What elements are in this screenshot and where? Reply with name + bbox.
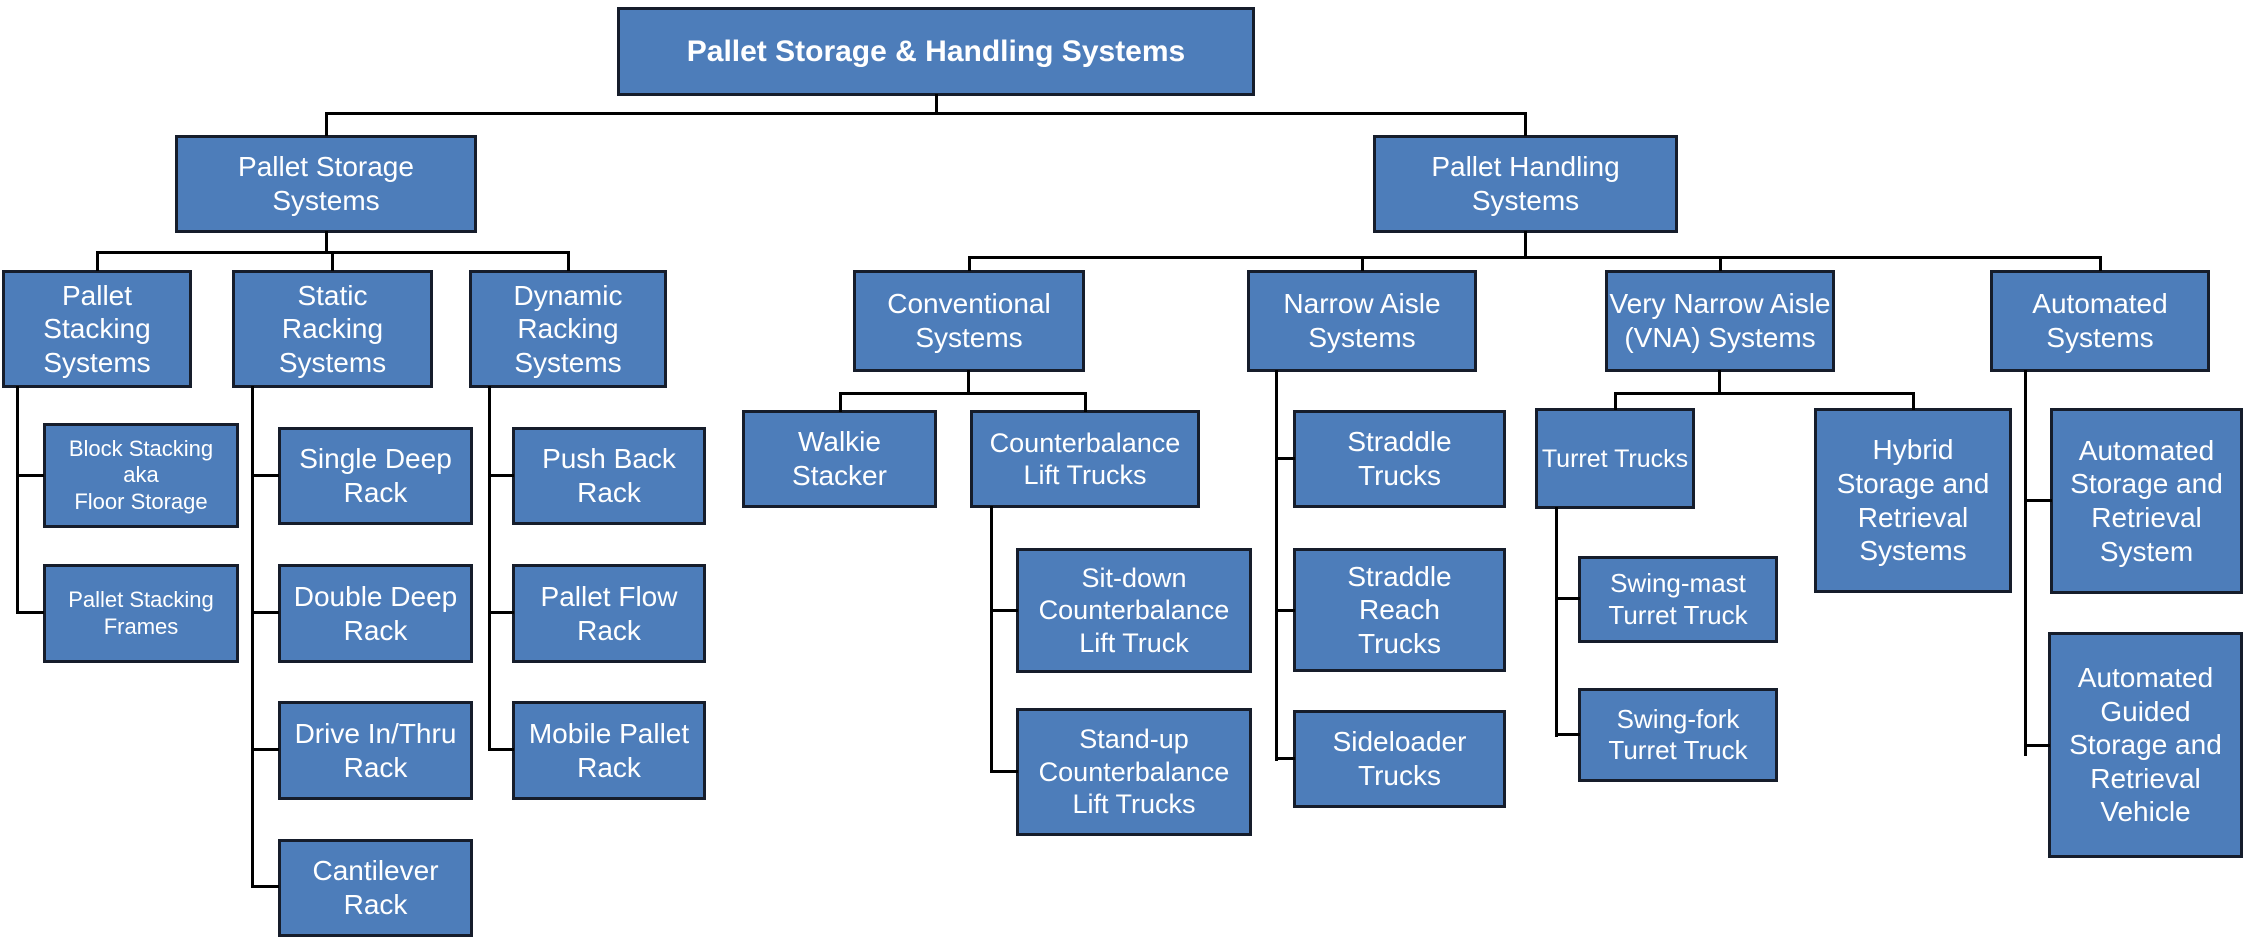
node-turret-trucks: Turret Trucks bbox=[1535, 408, 1695, 509]
connector-stub-swing-mast bbox=[1555, 597, 1580, 600]
node-pallet-handling-systems: Pallet Handling Systems bbox=[1373, 135, 1678, 233]
connector-stub-asrs bbox=[2024, 499, 2052, 502]
connector-dynamic-tick bbox=[567, 251, 570, 271]
connector-stub-pallet-flow bbox=[488, 611, 514, 614]
connector-narrow-tick bbox=[1361, 256, 1364, 271]
node-static-racking-systems: Static Racking Systems bbox=[232, 270, 433, 388]
node-double-deep-rack: Double Deep Rack bbox=[278, 564, 473, 663]
node-block-stacking: Block Stacking aka Floor Storage bbox=[43, 423, 239, 528]
node-swing-mast-turret-truck: Swing-mast Turret Truck bbox=[1578, 556, 1778, 643]
connector-static-drop bbox=[251, 386, 254, 888]
connector-stub-cantilever bbox=[251, 885, 279, 888]
connector-conventional-drop bbox=[967, 370, 970, 394]
node-drive-in-thru-rack: Drive In/Thru Rack bbox=[278, 701, 473, 800]
connector-stub-agsrv bbox=[2024, 744, 2050, 747]
connector-turret-tick bbox=[1614, 392, 1617, 410]
connector-stub-single-deep bbox=[251, 474, 279, 477]
node-conventional-systems: Conventional Systems bbox=[853, 270, 1085, 372]
connector-vna-drop bbox=[1718, 370, 1721, 394]
node-vna-systems: Very Narrow Aisle (VNA) Systems bbox=[1605, 270, 1835, 372]
node-pallet-flow-rack: Pallet Flow Rack bbox=[512, 564, 706, 663]
connector-conventional-tick bbox=[968, 256, 971, 271]
node-walkie-stacker: Walkie Stacker bbox=[742, 410, 937, 508]
connector-vna-tick bbox=[1719, 256, 1722, 271]
node-root: Pallet Storage & Handling Systems bbox=[617, 7, 1255, 96]
connector-automated-tick bbox=[2099, 256, 2102, 271]
connector-stub-straddle-reach bbox=[1275, 609, 1295, 612]
node-dynamic-racking-systems: Dynamic Racking Systems bbox=[469, 270, 667, 388]
connector-stub-straddle bbox=[1275, 457, 1295, 460]
connector-stub-stand-up bbox=[990, 770, 1018, 773]
node-automated-guided-storage-retrieval-vehicle: Automated Guided Storage and Retrieval V… bbox=[2048, 632, 2243, 858]
connector-counterbalance-tick bbox=[1084, 392, 1087, 412]
node-hybrid-storage-retrieval: Hybrid Storage and Retrieval Systems bbox=[1814, 408, 2012, 593]
node-stand-up-counterbalance: Stand-up Counterbalance Lift Trucks bbox=[1016, 708, 1252, 836]
connector-stub-push-back bbox=[488, 474, 514, 477]
node-narrow-aisle-systems: Narrow Aisle Systems bbox=[1247, 270, 1477, 372]
connector-vna-bar bbox=[1614, 392, 1915, 395]
node-swing-fork-turret-truck: Swing-fork Turret Truck bbox=[1578, 688, 1778, 782]
node-automated-storage-retrieval-system: Automated Storage and Retrieval System bbox=[2050, 408, 2243, 594]
node-single-deep-rack: Single Deep Rack bbox=[278, 427, 473, 525]
connector-handling-tick bbox=[1524, 112, 1527, 136]
connector-handling-drop bbox=[1524, 231, 1527, 259]
node-sideloader-trucks: Sideloader Trucks bbox=[1293, 710, 1506, 808]
connector-root-drop bbox=[935, 94, 938, 114]
node-pallet-stacking-systems: Pallet Stacking Systems bbox=[2, 270, 192, 388]
connector-stub-swing-fork bbox=[1555, 733, 1580, 736]
node-mobile-pallet-rack: Mobile Pallet Rack bbox=[512, 701, 706, 800]
connector-stub-sit-down bbox=[990, 609, 1018, 612]
connector-level1-bar bbox=[326, 112, 1527, 115]
connector-hybrid-tick bbox=[1912, 392, 1915, 410]
connector-automated-drop bbox=[2024, 370, 2027, 756]
connector-storage-drop bbox=[325, 231, 328, 254]
node-push-back-rack: Push Back Rack bbox=[512, 427, 706, 525]
connector-pallet-stacking-drop bbox=[16, 386, 19, 614]
connector-stub-sideloader bbox=[1275, 757, 1295, 760]
connector-stub-block-stacking bbox=[16, 474, 44, 477]
connector-stub-drive-in bbox=[251, 748, 279, 751]
connector-counterbalance-drop bbox=[990, 506, 993, 773]
connector-conventional-bar bbox=[839, 392, 1087, 395]
node-pallet-stacking-frames: Pallet Stacking Frames bbox=[43, 564, 239, 663]
connector-storage-tick bbox=[325, 112, 328, 136]
node-pallet-storage-systems: Pallet Storage Systems bbox=[175, 135, 477, 233]
connector-stub-stacking-frames bbox=[16, 611, 44, 614]
connector-stub-mobile-pallet bbox=[488, 748, 514, 751]
connector-handling-bar bbox=[968, 256, 2102, 259]
connector-narrow-drop bbox=[1275, 370, 1278, 761]
node-straddle-reach-trucks: Straddle Reach Trucks bbox=[1293, 548, 1506, 672]
connector-turret-drop bbox=[1555, 507, 1558, 737]
node-counterbalance-lift-trucks: Counterbalance Lift Trucks bbox=[970, 410, 1200, 508]
connector-pallet-stacking-tick bbox=[96, 251, 99, 271]
connector-stub-double-deep bbox=[251, 611, 279, 614]
node-sit-down-counterbalance: Sit-down Counterbalance Lift Truck bbox=[1016, 548, 1252, 673]
node-cantilever-rack: Cantilever Rack bbox=[278, 839, 473, 937]
node-automated-systems: Automated Systems bbox=[1990, 270, 2210, 372]
connector-dynamic-drop bbox=[488, 386, 491, 750]
connector-walkie-tick bbox=[839, 392, 842, 412]
node-straddle-trucks: Straddle Trucks bbox=[1293, 410, 1506, 508]
connector-static-tick bbox=[331, 251, 334, 271]
